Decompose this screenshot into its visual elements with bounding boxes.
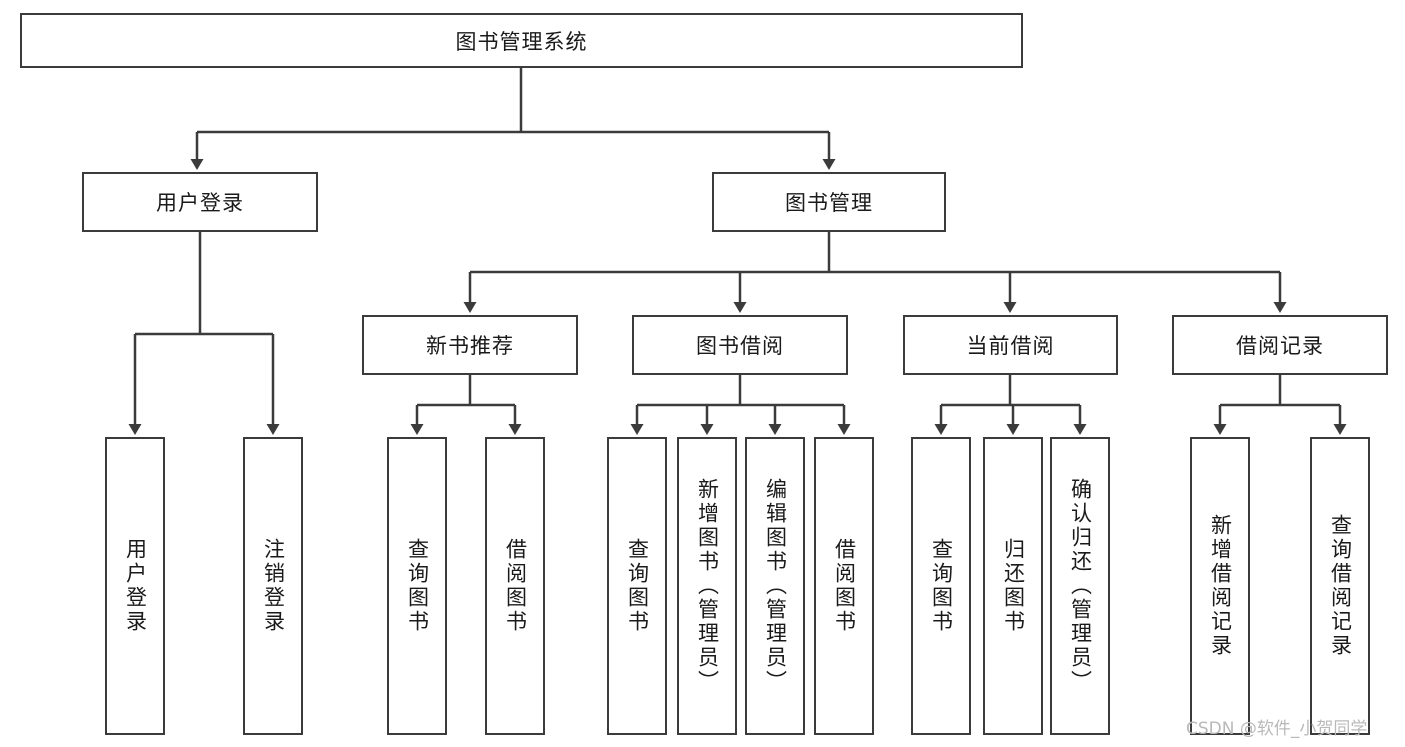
node-leaf-query-book-2[interactable]: 查询图书 [607,437,667,735]
node-user-login[interactable]: 用户登录 [82,172,318,232]
node-leaf-confirm-return[interactable]: 确认归还（管理员） [1050,437,1110,735]
node-borrow-record-label: 借阅记录 [1236,334,1324,358]
node-leaf-user-login[interactable]: 用户登录 [105,437,165,735]
node-leaf-add-record-label: 新增借阅记录 [1208,514,1233,658]
node-leaf-add-book[interactable]: 新增图书（管理员） [677,437,737,735]
node-leaf-edit-book-label: 编辑图书（管理员） [763,478,788,694]
node-leaf-query-book-1[interactable]: 查询图书 [387,437,447,735]
node-new-book-rec-label: 新书推荐 [426,334,514,358]
node-leaf-borrow-book-1[interactable]: 借阅图书 [485,437,545,735]
node-current-borrow-label: 当前借阅 [966,334,1055,358]
node-book-borrow-label: 图书借阅 [696,334,784,358]
node-book-manage[interactable]: 图书管理 [712,172,946,232]
node-book-manage-label: 图书管理 [785,191,873,215]
node-leaf-confirm-return-label: 确认归还（管理员） [1068,478,1093,694]
node-root[interactable]: 图书管理系统 [20,13,1023,68]
node-leaf-logout-label: 注销登录 [261,538,286,634]
node-borrow-record[interactable]: 借阅记录 [1172,315,1388,375]
node-leaf-query-book-1-label: 查询图书 [405,538,430,634]
node-leaf-user-login-label: 用户登录 [123,538,148,634]
node-leaf-query-record[interactable]: 查询借阅记录 [1310,437,1370,735]
node-leaf-borrow-book-2[interactable]: 借阅图书 [814,437,874,735]
csdn-watermark: CSDN @软件_小贺同学 [1186,719,1368,739]
node-leaf-return-book-label: 归还图书 [1001,538,1026,634]
node-leaf-query-record-label: 查询借阅记录 [1328,514,1353,658]
node-user-login-label: 用户登录 [156,191,244,215]
node-book-borrow[interactable]: 图书借阅 [632,315,848,375]
node-root-label: 图书管理系统 [455,29,588,54]
node-leaf-borrow-book-2-label: 借阅图书 [832,538,857,634]
node-leaf-return-book[interactable]: 归还图书 [983,437,1043,735]
node-leaf-query-book-3-label: 查询图书 [929,538,954,634]
node-leaf-query-book-2-label: 查询图书 [625,538,650,634]
node-leaf-add-book-label: 新增图书（管理员） [695,478,720,694]
node-leaf-logout[interactable]: 注销登录 [243,437,303,735]
node-new-book-rec[interactable]: 新书推荐 [362,315,578,375]
node-leaf-add-record[interactable]: 新增借阅记录 [1190,437,1250,735]
node-leaf-borrow-book-1-label: 借阅图书 [503,538,528,634]
node-current-borrow[interactable]: 当前借阅 [903,315,1118,375]
node-leaf-query-book-3[interactable]: 查询图书 [911,437,971,735]
node-leaf-edit-book[interactable]: 编辑图书（管理员） [745,437,805,735]
